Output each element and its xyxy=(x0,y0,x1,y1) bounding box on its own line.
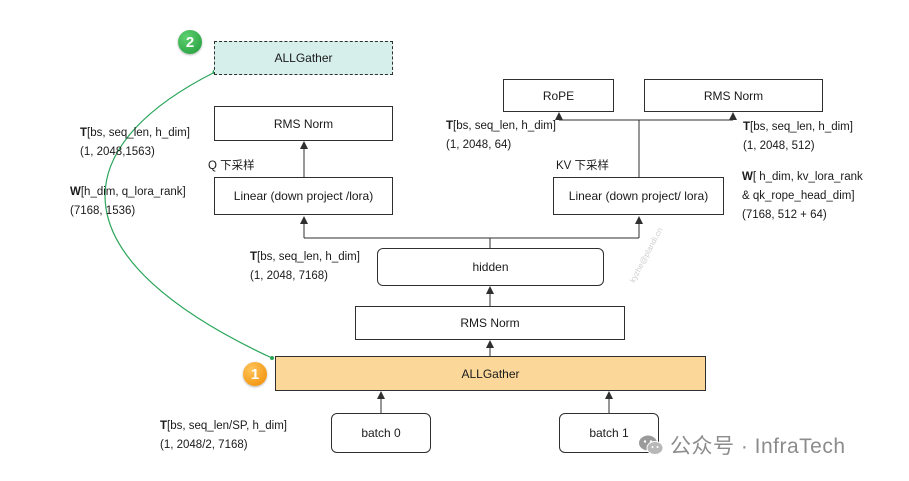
kv-tensor-label: T[bs, seq_len, h_dim] (1, 2048, 512) xyxy=(743,121,853,152)
rms-norm-mid-box: RMS Norm xyxy=(355,306,625,340)
rope-box: RoPE xyxy=(503,79,614,112)
rms-norm-kv-box: RMS Norm xyxy=(644,79,823,112)
step-1-badge: 1 xyxy=(243,362,267,386)
q-downsample-label: Q 下采样 xyxy=(208,160,255,172)
hidden-tensor-label: T[bs, seq_len, h_dim] (1, 2048, 7168) xyxy=(250,251,360,282)
allgather-top-box: ALLGather xyxy=(214,41,393,75)
q-weight-label: W[h_dim, q_lora_rank] (7168, 1536) xyxy=(70,186,186,217)
hidden-box: hidden xyxy=(377,248,604,286)
linear-kv-box: Linear (down project/ lora) xyxy=(553,177,724,215)
allgather-link-curve xyxy=(104,71,273,359)
account-watermark-text: 公众号 · InfraTech xyxy=(670,435,846,458)
input-tensor-label: T[bs, seq_len/SP, h_dim] (1, 2048/2, 716… xyxy=(160,420,288,451)
allgather-bottom-box: ALLGather xyxy=(275,356,706,391)
account-watermark: 公众号 · InfraTech xyxy=(638,430,846,460)
batch1-box: batch 1 xyxy=(559,413,659,453)
rope-tensor-label: T[bs, seq_len, h_dim] (1, 2048, 64) xyxy=(446,120,556,151)
kv-downsample-label: KV 下采样 xyxy=(556,160,610,172)
q-out-tensor-label: T[bs, seq_len, h_dim] (1, 2048,1563) xyxy=(80,127,190,158)
wechat-icon xyxy=(639,435,664,455)
allgather-link-start-dot xyxy=(270,356,274,360)
linear-q-box: Linear (down project /lora) xyxy=(214,177,393,215)
step-2-badge: 2 xyxy=(178,30,202,54)
rms-norm-q-box: RMS Norm xyxy=(214,106,393,141)
kv-weight-label: W[ h_dim, kv_lora_rank & qk_rope_head_di… xyxy=(742,171,863,221)
batch0-box: batch 0 xyxy=(331,413,431,453)
